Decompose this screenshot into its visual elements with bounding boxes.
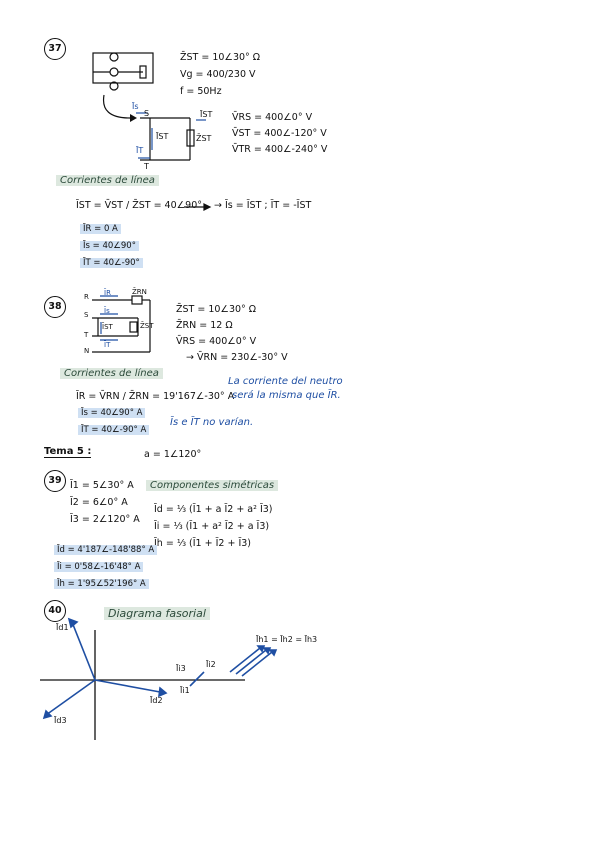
phasor-label-id1: Īd1 [56,623,69,632]
result-37-is: Īs = 40∠90° [80,241,139,251]
label-t-37: T [144,162,149,171]
tema-a-definition: a = 1∠120° [144,449,202,460]
formula-39-h: Īh = ⅓ (Ī1 + Ī2 + Ī3) [154,538,251,549]
phasor-id2 [94,679,161,693]
phasor-label-id2: Īd2 [150,696,163,705]
curved-arrow-37 [102,94,131,119]
problem-number-37: 37 [44,38,66,60]
equation-37: ĪST = V̄ST / Z̄ST = 40∠90° [76,200,202,211]
section-title-37: Corrientes de línea [56,175,159,186]
phasor-label-ii1: Īi1 [180,686,190,695]
circuit-37 [140,117,195,161]
result-38-is: Īs = 40∠90° A [78,408,146,418]
given-37-3: f = 50Hz [180,86,222,97]
given-39-3: Ī3 = 2∠120° A [70,514,140,525]
circuit-38-arrows [100,295,118,341]
label-is-37: Īs [132,102,139,111]
label-it-38: ĪT [104,341,111,349]
phasor-id1 [71,621,96,681]
given-38-2: Z̄RN = 12 Ω [176,320,233,331]
label-r-38: R [84,293,89,301]
voltage-tr-37: V̄TR = 400∠-240° V [232,144,328,155]
formula-39-d: Īd = ⅓ (Ī1 + a Ī2 + a² Ī3) [154,504,273,515]
given-38-3: V̄RS = 400∠0° V [176,336,257,347]
voltage-st-37: V̄ST = 400∠-120° V [232,128,327,139]
label-is-38: Īs [104,307,110,315]
phasor-id3 [45,679,96,716]
arrow-37-eq [184,203,212,211]
equation-38: ĪR = V̄RN / Z̄RN = 19'167∠-30° A [76,391,235,402]
label-zst-37: Z̄ST [196,134,212,143]
given-37-1: Z̄ST = 10∠30° Ω [180,52,261,63]
tema-label: Tema 5 : [44,446,92,458]
given-39-2: Ī2 = 6∠0° A [70,497,128,508]
curved-arrow-head-37 [130,114,137,122]
phasor-label-ii2: Īi2 [206,660,216,669]
equation-tail-37: → Īs = ĪST ; ĪT = -ĪST [214,200,312,211]
problem-number-39: 39 [44,470,66,492]
given-39-1: Ī1 = 5∠30° A [70,480,134,491]
label-it-37: ĪT [136,146,144,155]
label-t-38: T [84,331,89,339]
result-39-d: Īd = 4'187∠-148'88° A [54,545,158,555]
source-block-37 [92,52,154,91]
note-38-1: La corriente del neutro [228,376,343,387]
note-38-3: Īs e ĪT no varían. [170,417,254,428]
result-37-it: ĪT = 40∠-90° [80,258,143,268]
result-37-ir: ĪR = 0 A [80,224,121,234]
given-37-2: Vg = 400/230 V [180,69,256,80]
label-zst-38: Z̄ST [140,322,154,330]
section-title-39: Componentes simétricas [146,480,279,491]
phasor-label-ih: Īh1 = Īh2 = Īh3 [256,635,318,644]
label-n-38: N [84,347,90,355]
phasor-ih1 [229,647,261,673]
circuit-37-arrows [136,112,206,159]
label-ir-38: ĪR [104,289,111,297]
result-39-i: Īi = 0'58∠-16'48° A [54,562,144,572]
result-38-it: ĪT = 40∠-90° A [78,425,150,435]
note-38-2: será la misma que ĪR. [232,390,341,401]
label-s-38: S [84,311,89,319]
given-38-4: → V̄RN = 230∠-30° V [186,352,288,363]
result-39-h: Īh = 1'95∠52'196° A [54,579,149,589]
phasor-ih2 [235,649,267,675]
label-ist-branch-37: ĪST [156,132,169,141]
phasor-label-id3: Īd3 [54,716,67,725]
phasor-axes [40,630,245,740]
phasor-vectors [42,617,278,720]
problem-number-38: 38 [44,296,66,318]
phasor-label-ii3: Īi3 [176,664,186,673]
label-ist-38: ĪST [102,323,113,331]
phasor-ii [189,671,205,687]
label-ist-top-37: ĪST [200,110,213,119]
label-zrn-38: Z̄RN [132,288,147,296]
section-title-38: Corrientes de línea [60,368,163,379]
section-title-40: Diagrama fasorial [104,607,210,620]
problem-number-40: 40 [44,600,66,622]
formula-39-i: Īi = ⅓ (Ī1 + a² Ī2 + a Ī3) [154,521,270,532]
voltage-rs-37: V̄RS = 400∠0° V [232,112,313,123]
given-38-1: Z̄ST = 10∠30° Ω [176,304,257,315]
phasor-ih3 [241,651,273,677]
circuit-38 [92,295,151,353]
label-s-37: S [144,109,150,118]
